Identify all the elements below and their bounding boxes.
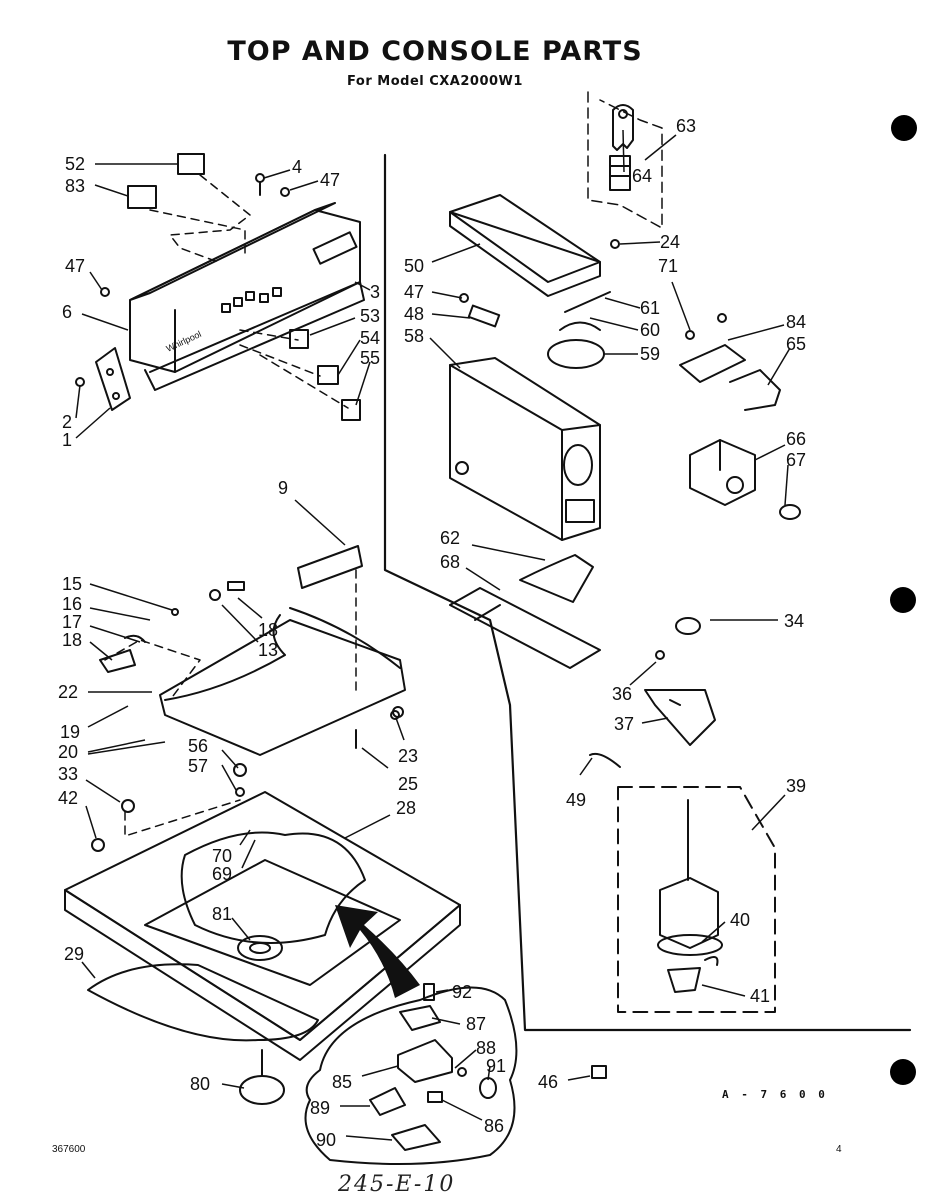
detail-arrow [335, 905, 420, 998]
callout-37: 37 [614, 714, 634, 734]
callout-59: 59 [640, 344, 660, 364]
callout-88: 88 [476, 1038, 496, 1058]
callout-23: 23 [398, 746, 418, 766]
page-title: TOP AND CONSOLE PARTS [227, 36, 643, 67]
callout-2: 2 [62, 412, 72, 432]
model-subtitle: For Model CXA2000W1 [347, 74, 523, 89]
callout-41: 41 [750, 986, 770, 1006]
callout-87: 87 [466, 1014, 486, 1034]
callout-16: 16 [62, 594, 82, 614]
callout-36: 36 [612, 684, 632, 704]
washer-top-lid-drawing [99, 545, 406, 756]
callout-83: 83 [65, 176, 85, 196]
callout-1: 1 [62, 430, 72, 450]
callout-20: 20 [58, 742, 78, 762]
callout-42: 42 [58, 788, 78, 808]
callout-81: 81 [212, 904, 232, 924]
callout-47: 47 [404, 282, 424, 302]
motor-drawing [657, 799, 723, 993]
callout-47: 47 [320, 170, 340, 190]
callout-15: 15 [62, 574, 82, 594]
callout-67: 67 [786, 450, 806, 470]
motor-group-box [617, 786, 776, 1013]
detail-cutaway [304, 986, 518, 1165]
callout-63: 63 [676, 116, 696, 136]
callout-68: 68 [440, 552, 460, 572]
callout-34: 34 [784, 611, 804, 631]
callout-48: 48 [404, 304, 424, 324]
callout-61: 61 [640, 298, 660, 318]
callout-25: 25 [398, 774, 418, 794]
callout-64: 64 [632, 166, 652, 186]
callout-46: 46 [538, 1072, 558, 1092]
callout-60: 60 [640, 320, 660, 340]
console-leader-lines [149, 174, 349, 409]
callout-54: 54 [360, 328, 380, 348]
callout-labels: 52 83 4 47 47 3 6 53 54 55 2 1 63 64 24 … [58, 116, 806, 1150]
document-number: 367600 [52, 1144, 86, 1155]
callout-91: 91 [486, 1056, 506, 1076]
callout-28: 28 [396, 798, 416, 818]
callout-62: 62 [440, 528, 460, 548]
callout-70: 70 [212, 846, 232, 866]
callout-49: 49 [566, 790, 586, 810]
callout-50: 50 [404, 256, 424, 276]
callout-6: 6 [62, 302, 72, 322]
callout-86: 86 [484, 1116, 504, 1136]
bracket-parts-drawing [449, 554, 716, 768]
callout-19: 19 [60, 722, 80, 742]
callout-57: 57 [188, 756, 208, 776]
callout-66: 66 [786, 429, 806, 449]
callout-58: 58 [404, 326, 424, 346]
callout-85: 85 [332, 1072, 352, 1092]
callout-18: 18 [258, 620, 278, 640]
detail-parts-drawing [369, 983, 607, 1151]
callout-9: 9 [278, 478, 288, 498]
callout-90: 90 [316, 1130, 336, 1150]
handwritten-note: 245-E-10 [338, 1172, 456, 1197]
lid-leader-lines [104, 569, 357, 837]
binder-holes [890, 115, 917, 1085]
callout-29: 29 [64, 944, 84, 964]
callout-22: 22 [58, 682, 78, 702]
svg-text:Whirlpool: Whirlpool [165, 329, 203, 354]
switch-parts-drawing [75, 153, 361, 421]
callout-84: 84 [786, 312, 806, 332]
washer-cabinet-top-drawing [64, 710, 461, 1105]
callout-4: 4 [292, 157, 302, 177]
callout-24: 24 [660, 232, 680, 252]
section-divider [383, 153, 912, 1032]
callout-39: 39 [786, 776, 806, 796]
callout-13: 13 [258, 640, 278, 660]
console-cabinet-drawing [449, 194, 801, 541]
callout-55: 55 [360, 348, 380, 368]
callout-80: 80 [190, 1074, 210, 1094]
callout-71: 71 [658, 256, 678, 276]
leader-arrows [75, 129, 791, 1141]
drawing-code: A - 7 6 0 0 [722, 1088, 828, 1101]
callout-65: 65 [786, 334, 806, 354]
lock-key-drawing [609, 104, 634, 249]
callout-89: 89 [310, 1098, 330, 1118]
console-panel-drawing: Whirlpool [95, 202, 365, 411]
callout-56: 56 [188, 736, 208, 756]
callout-53: 53 [360, 306, 380, 326]
callout-47: 47 [65, 256, 85, 276]
callout-18: 18 [62, 630, 82, 650]
callout-3: 3 [370, 282, 380, 302]
page-number: 4 [836, 1144, 842, 1155]
callout-17: 17 [62, 612, 82, 632]
callout-40: 40 [730, 910, 750, 930]
callout-69: 69 [212, 864, 232, 884]
callout-52: 52 [65, 154, 85, 174]
callout-92: 92 [452, 982, 472, 1002]
callout-33: 33 [58, 764, 78, 784]
